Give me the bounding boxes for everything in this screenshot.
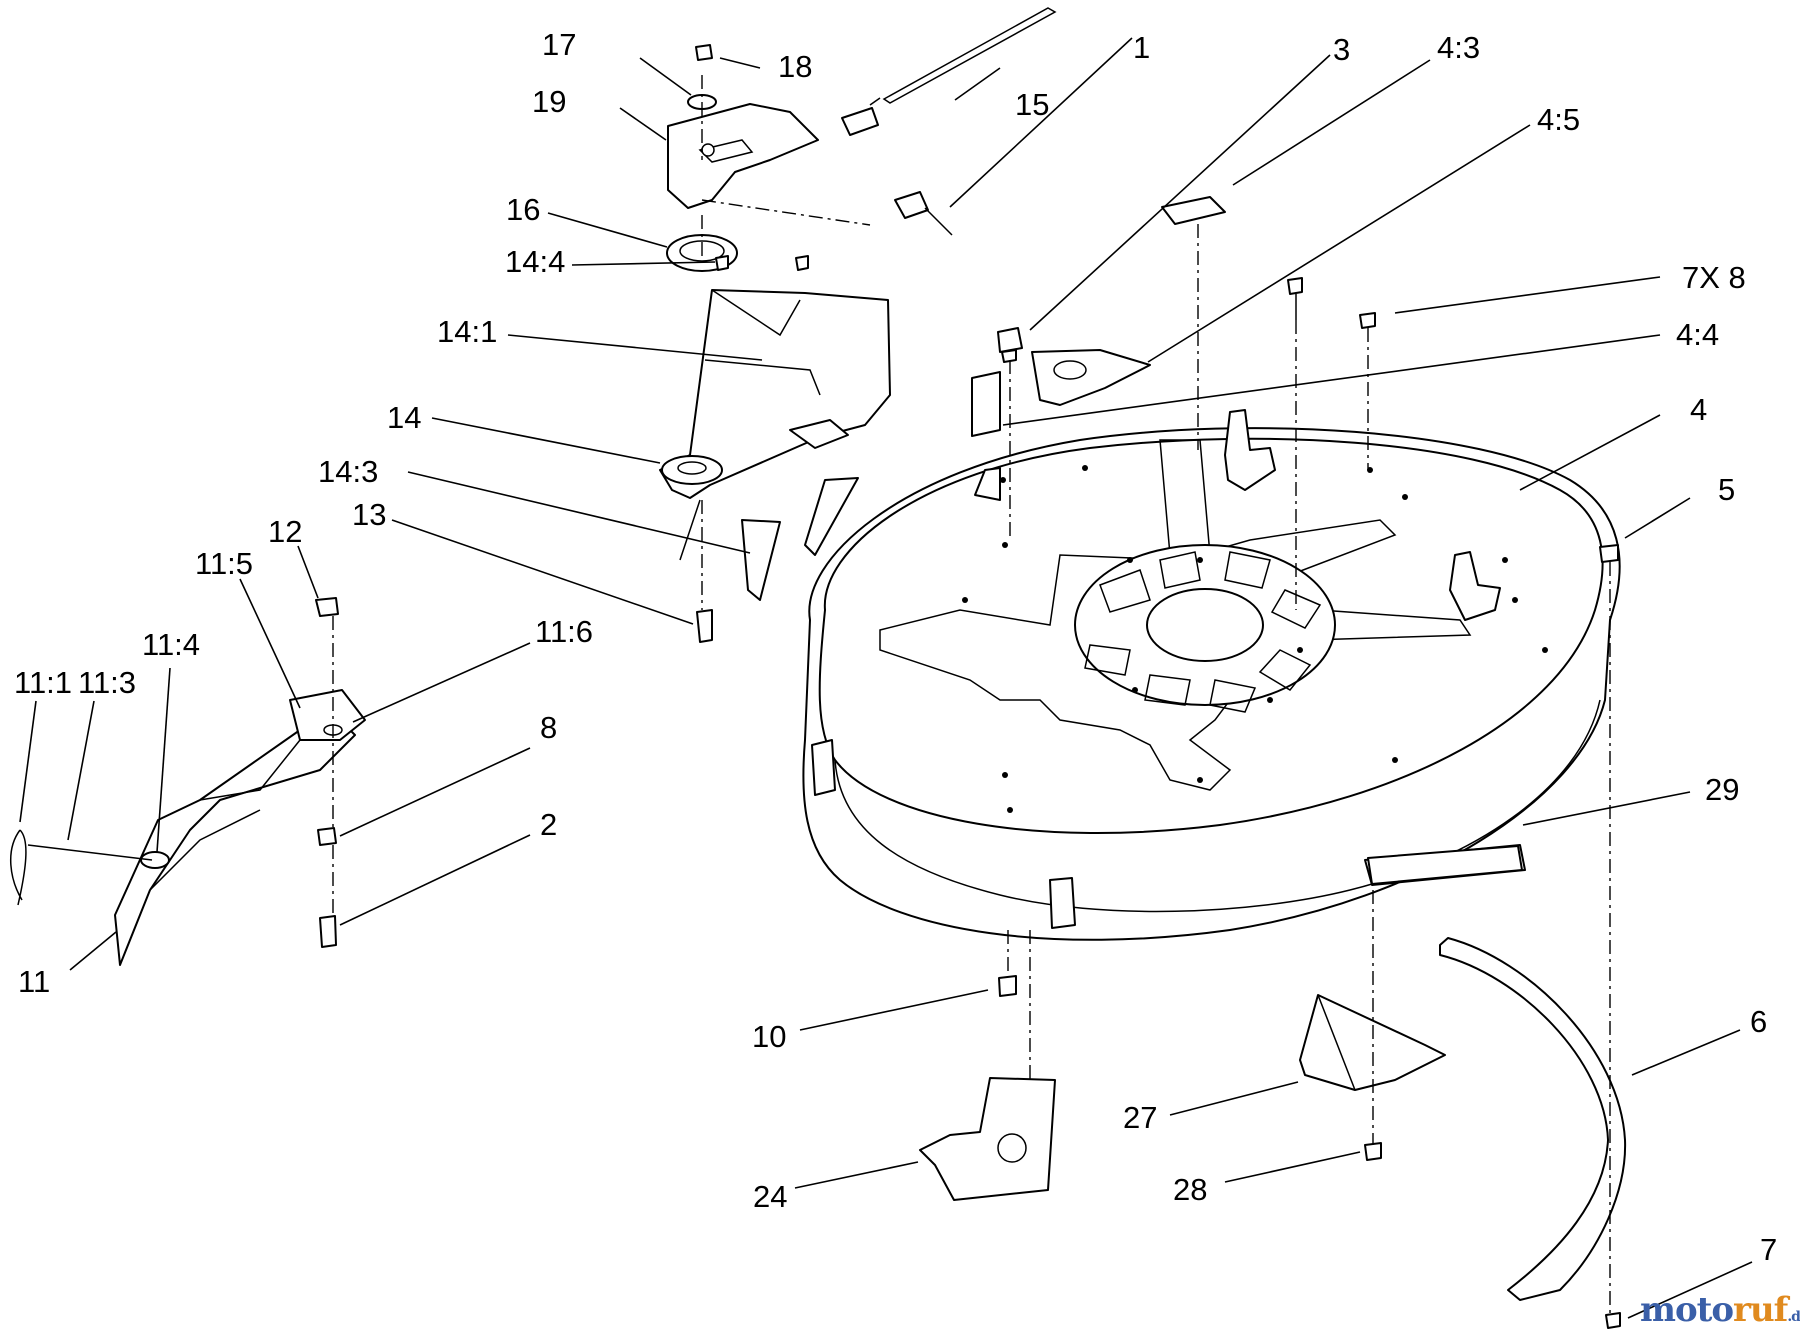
callout-1: 1 xyxy=(1133,30,1150,65)
callout-29: 29 xyxy=(1705,772,1739,807)
callout-12: 12 xyxy=(268,514,302,549)
deck-parts xyxy=(919,196,1627,1329)
watermark-logo: motoruf.de xyxy=(1640,1290,1800,1330)
callout-14-4: 14:4 xyxy=(505,244,565,279)
watermark-part1: moto xyxy=(1640,1290,1734,1330)
callout-4-4: 4:4 xyxy=(1676,317,1719,352)
callout-6: 6 xyxy=(1750,1004,1767,1039)
callout-8: 8 xyxy=(540,710,557,745)
callout-13: 13 xyxy=(352,497,386,532)
callout-2: 2 xyxy=(540,807,557,842)
callout-27: 27 xyxy=(1123,1100,1157,1135)
callout-11: 11 xyxy=(18,964,50,999)
callout-24: 24 xyxy=(753,1179,787,1214)
leader-lines xyxy=(19,37,1753,1319)
callout-19: 19 xyxy=(532,84,566,119)
watermark-part2: ruf xyxy=(1733,1290,1788,1330)
callout-7: 7 xyxy=(1760,1232,1777,1267)
callout-14-1: 14:1 xyxy=(437,314,497,349)
discharge-chute xyxy=(9,597,366,966)
callout-10: 10 xyxy=(752,1019,786,1054)
callout-4-5: 4:5 xyxy=(1537,102,1580,137)
callout-18: 18 xyxy=(778,49,812,84)
callout-3: 3 xyxy=(1333,32,1350,67)
callout-11-5: 11:5 xyxy=(195,546,253,581)
callout-4-3: 4:3 xyxy=(1437,30,1480,65)
callout-11-1: 11:1 xyxy=(14,665,72,700)
callout-14-3: 14:3 xyxy=(318,454,378,489)
callout-28: 28 xyxy=(1173,1172,1207,1207)
callout-11-3: 11:3 xyxy=(78,665,136,700)
callout-11-6: 11:6 xyxy=(535,614,593,649)
watermark-suffix: .de xyxy=(1787,1309,1800,1325)
callout-labels: 1 3 4:3 4:5 7X 8 4:4 4 5 29 6 7 17 18 15… xyxy=(14,27,1777,1267)
callout-16: 16 xyxy=(506,192,540,227)
mower-deck xyxy=(802,409,1621,941)
callout-7x8: 7X 8 xyxy=(1682,260,1746,295)
callout-4: 4 xyxy=(1690,392,1707,427)
callout-5: 5 xyxy=(1718,472,1735,507)
callout-17: 17 xyxy=(542,27,576,62)
alignment-lines xyxy=(332,75,1611,1315)
callout-11-4: 11:4 xyxy=(142,627,200,662)
pivot-assembly xyxy=(659,7,1057,643)
callout-14: 14 xyxy=(387,400,421,435)
callout-15: 15 xyxy=(1015,87,1049,122)
